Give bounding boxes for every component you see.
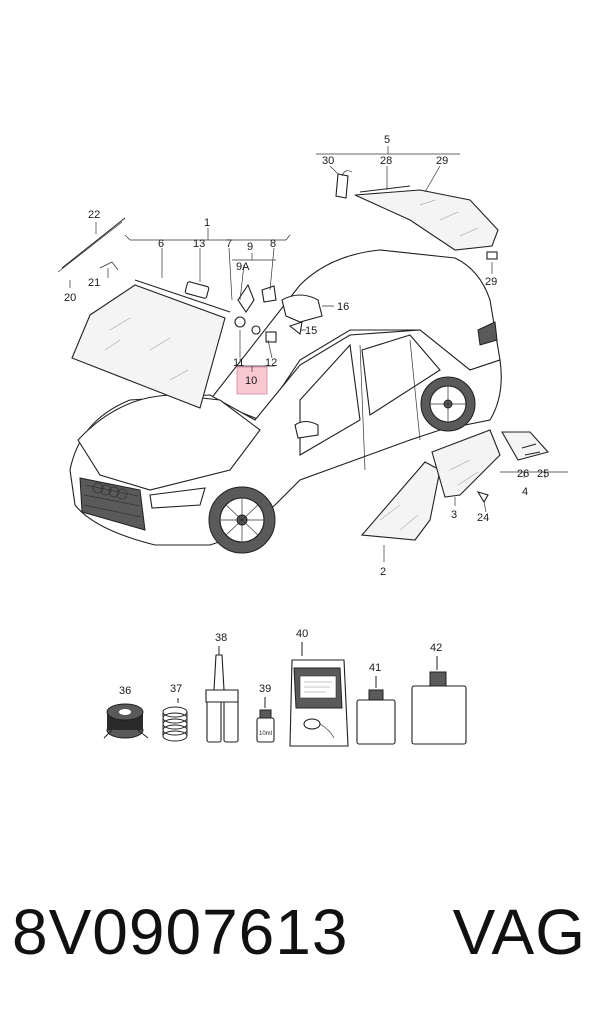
- callout-25: 25: [537, 468, 549, 480]
- car-illustration: [69, 249, 502, 554]
- callout-1: 1: [204, 217, 210, 229]
- trim-strip-part: [57, 217, 126, 273]
- rear-window-part: [354, 185, 499, 260]
- callout-30: 30: [322, 155, 334, 167]
- brand-name: VAG: [452, 896, 586, 968]
- tube-label: 10ml: [259, 731, 272, 737]
- callout-22: 22: [88, 209, 100, 221]
- callout-9: 9: [247, 241, 253, 253]
- accessories: 10ml: [103, 642, 467, 747]
- callout-4: 4: [522, 486, 528, 498]
- callout-20: 20: [64, 292, 76, 304]
- front-door-glass-part: [360, 461, 441, 541]
- callout-5: 5: [384, 134, 390, 146]
- primer-bottle-large: [411, 656, 467, 745]
- callout-40: 40: [296, 628, 308, 640]
- callout-2: 2: [380, 566, 386, 578]
- callout-21: 21: [88, 277, 100, 289]
- callout-3: 3: [451, 509, 457, 521]
- callout-24: 24: [477, 512, 489, 524]
- callout-13: 13: [193, 238, 205, 250]
- callout-16: 16: [337, 301, 349, 313]
- callout-29-side: 29: [485, 276, 497, 288]
- callout-26: 26: [517, 468, 529, 480]
- quarter-glass-part: [476, 431, 550, 504]
- callout-12: 12: [265, 357, 277, 369]
- callout-38: 38: [215, 632, 227, 644]
- sensor-30-part: [335, 173, 349, 199]
- callout-29-top: 29: [436, 155, 448, 167]
- callout-42: 42: [430, 642, 442, 654]
- callouts: 1 2 3 4 5 6 7 8 9 9A 10 11 12 13 15 16 2…: [64, 134, 549, 697]
- callout-15: 15: [305, 325, 317, 337]
- primer-bottle-small: [356, 676, 396, 745]
- callout-6: 6: [158, 238, 164, 250]
- callout-8: 8: [270, 238, 276, 250]
- callout-36: 36: [119, 685, 131, 697]
- primer-tube: 10ml: [256, 697, 275, 743]
- callout-28: 28: [380, 155, 392, 167]
- adhesive-bead-roll: [103, 703, 149, 739]
- adhesive-cartridges: [205, 646, 239, 743]
- coiled-cord: [162, 706, 188, 742]
- callout-41: 41: [369, 662, 381, 674]
- callout-9A: 9A: [236, 261, 250, 273]
- leader-lines: [69, 146, 568, 562]
- windscreen-part: [71, 279, 231, 409]
- callout-11: 11: [233, 357, 244, 369]
- rear-door-glass-part: [431, 429, 501, 498]
- callout-10: 10: [245, 375, 257, 387]
- callout-37: 37: [170, 683, 182, 695]
- callout-39: 39: [259, 683, 271, 695]
- callout-7: 7: [226, 238, 232, 250]
- part-number: 8V0907613: [12, 896, 349, 968]
- cleaning-sachet: [289, 642, 349, 747]
- clips-parts: [184, 281, 323, 343]
